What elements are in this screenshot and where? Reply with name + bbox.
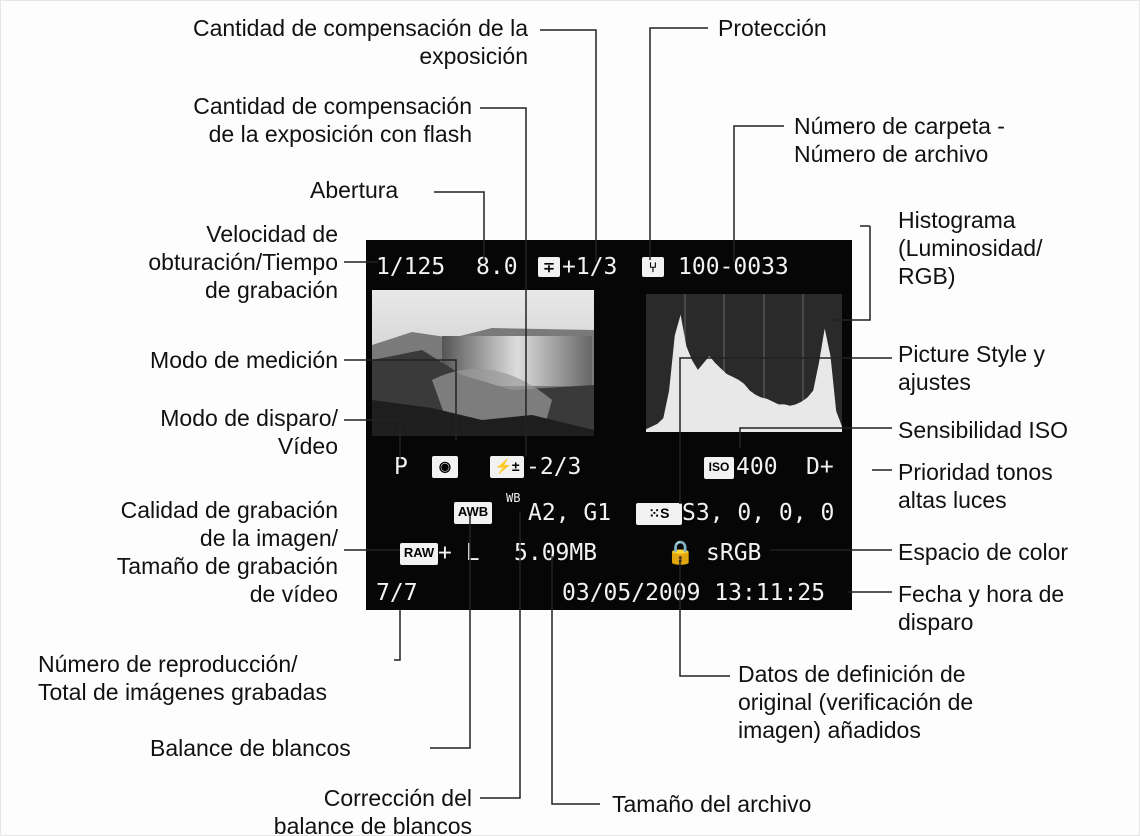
label-color-space: Espacio de color xyxy=(898,539,1069,565)
leader-flash-comp xyxy=(480,107,527,456)
shooting-mode-value: P xyxy=(394,454,408,480)
leader-white-balance xyxy=(430,516,471,749)
leader-iso xyxy=(739,427,892,448)
leader-exposure-comp xyxy=(540,29,597,262)
label-white-balance: Balance de blancos xyxy=(150,735,351,761)
image-thumbnail xyxy=(372,290,594,436)
playback-number: 7/7 xyxy=(376,580,418,606)
date-time-value: 03/05/2009 13:11:25 xyxy=(562,580,826,606)
highlight-tone-priority: D+ xyxy=(806,454,834,480)
leader-picture-style xyxy=(679,357,892,504)
camera-lcd-screen: 1/125 8.0 ∓ +1/3 ⑂ 100-0033 xyxy=(366,240,852,610)
leader-shooting-mode xyxy=(344,419,401,460)
leader-metering xyxy=(344,359,457,440)
iso-icon: ISO xyxy=(704,457,734,479)
picture-style-icon: ⁙S xyxy=(636,503,682,525)
raw-icon: RAW xyxy=(400,543,438,565)
leader-file-size xyxy=(551,556,600,805)
flash-comp-icon: ⚡± xyxy=(490,456,524,478)
leader-playback xyxy=(394,610,401,661)
metering-icon: ◉ xyxy=(432,456,458,478)
exposure-comp-value: +1/3 xyxy=(562,254,618,280)
wb-shift-value: A2, G1 xyxy=(528,500,612,526)
label-folder-file: Número de carpeta -Número de archivo xyxy=(794,113,1005,167)
awb-icon: AWB xyxy=(454,502,492,524)
wb-shift-icon: WB xyxy=(506,491,521,505)
leader-aperture xyxy=(434,191,485,260)
label-file-size: Tamaño del archivo xyxy=(612,791,812,817)
file-size-value: 5.09MB xyxy=(514,540,598,566)
leader-wb-correction xyxy=(480,512,521,799)
label-metering: Modo de medición xyxy=(150,347,338,373)
image-quality-value: + L xyxy=(438,540,480,566)
exposure-comp-icon: ∓ xyxy=(538,257,560,277)
leader-verification xyxy=(679,560,730,677)
protect-key-icon: ⑂ xyxy=(642,257,664,277)
label-aperture: Abertura xyxy=(310,177,399,203)
label-playback-number: Número de reproducción/Total de imágenes… xyxy=(38,651,327,705)
label-protection: Protección xyxy=(718,15,827,41)
color-space-value: sRGB xyxy=(706,540,762,566)
label-histogram: Histograma(Luminosidad/RGB) xyxy=(898,207,1043,289)
histogram-curve xyxy=(646,314,842,432)
iso-value: 400 xyxy=(736,454,778,480)
shutter-speed: 1/125 xyxy=(376,254,446,280)
aperture-value: 8.0 xyxy=(476,254,518,280)
leader-folder-file xyxy=(733,125,784,262)
flash-comp-value: -2/3 xyxy=(526,454,582,480)
picture-style-value: S3, 0, 0, 0 xyxy=(682,500,835,526)
label-iso: Sensibilidad ISO xyxy=(898,417,1069,443)
label-shooting-mode: Modo de disparo/Vídeo xyxy=(160,405,338,459)
leader-histogram-2 xyxy=(830,226,871,321)
histogram xyxy=(646,294,842,432)
leader-protection xyxy=(649,27,708,260)
